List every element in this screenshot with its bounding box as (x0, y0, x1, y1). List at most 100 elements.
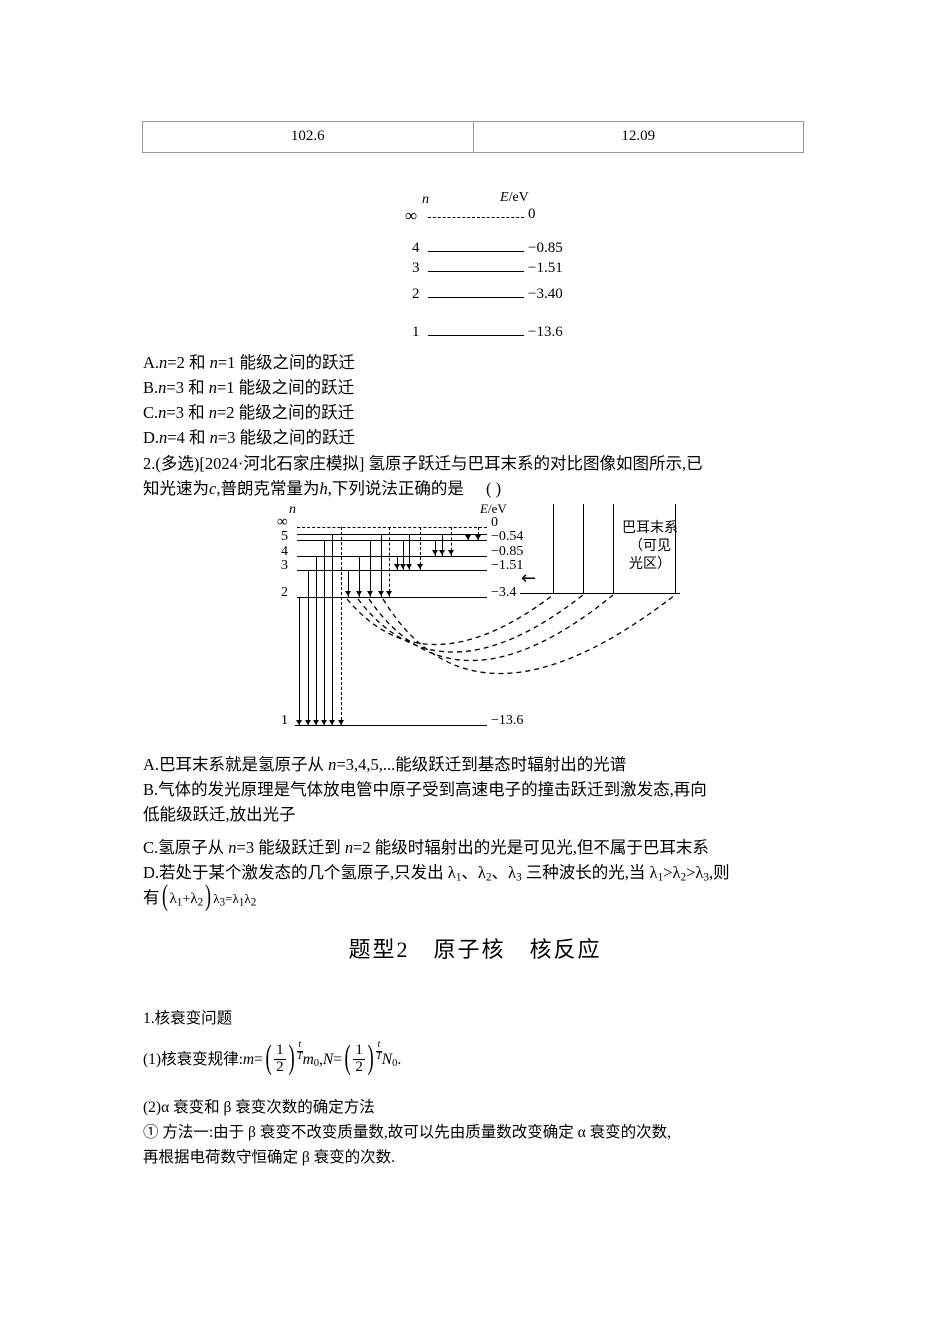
q2-option-d-t4: 三种波长的光,当 λ (521, 863, 658, 882)
content-item-2-line3: 再根据电荷数守恒确定 β 衰变的次数. (143, 1149, 396, 1166)
transition-line-6-to-4 (442, 534, 443, 556)
q2-option-a-var: n (328, 755, 337, 774)
q1-option-a-var2: n (209, 353, 218, 372)
decay-frac-den-2: 2 (353, 1058, 365, 1075)
q2-stem-line1: 2.(多选)[2024·河北石家庄模拟] 氢原子跃迁与巴耳末系的对比图像如图所示… (143, 454, 703, 473)
q2-option-d-sub3: 3 (516, 871, 522, 884)
formula-rhs-lambda1: λ (232, 891, 239, 906)
decay-law-eq2: = (333, 1050, 342, 1068)
fig2-level-energy-3: −1.51 (491, 558, 524, 573)
q2-stem-line2-part3: ,下列说法正确的是 (327, 479, 464, 498)
q1-option-a-var1: n (159, 353, 168, 372)
fig2-level-line-5 (297, 540, 487, 541)
q2-option-d-t1: 若处于某个激发态的几个氢原子,只发出 λ (159, 863, 456, 882)
fig2-level-label-5: 5 (281, 529, 288, 544)
decay-paren-close-1: ) (288, 1039, 295, 1077)
q1-option-a-post: =1 能级之间的跃迁 (217, 353, 356, 372)
decay-N0: N (381, 1050, 393, 1068)
transition-arrow-3-to-2 (344, 591, 351, 596)
fig2-level-line-4 (297, 556, 487, 557)
arc-4 (382, 594, 676, 675)
transition-line-5-to-3 (403, 540, 404, 570)
level-energy-0: 0 (528, 206, 536, 222)
content-item-2-line2: ① 方法一:由于 β 衰变不改变质量数,故可以先由质量数改变确定 α 衰变的次数… (143, 1124, 671, 1141)
fig2-level-label-3: 3 (281, 558, 288, 573)
q2-option-b-letter: B. (143, 780, 159, 799)
q2-option-d-t2: 、λ (461, 863, 486, 882)
q1-option-b-var1: n (158, 378, 167, 397)
q2-option-a-text2: =3,4,5,...能级跃迁到基态时辐射出的光谱 (336, 755, 627, 774)
q1-option-b-var2: n (208, 378, 217, 397)
fig2-level-energy-0: 0 (491, 515, 498, 530)
fig2-level-energy-5: −0.54 (491, 529, 524, 544)
q2-option-d-prefix: 有 (143, 888, 160, 907)
decay-frac-num-2: 1 (355, 1042, 363, 1058)
q2-option-d-sub2: 2 (485, 871, 492, 884)
q2-stem-line2-part1: 知光速为 (143, 479, 209, 498)
axis-label-energy: E/eV (500, 190, 529, 205)
level-label-2: 2 (412, 286, 420, 302)
q2-option-b-text: 气体的发光原理是气体放电管中原子受到高速电子的撞击跃迁到激发态,再向 (158, 780, 707, 799)
transition-arrow-inf-to-2 (385, 591, 392, 596)
transition-line-3-to-1 (308, 570, 309, 725)
q1-option-a-letter: A. (143, 353, 160, 372)
transition-line-5-to-4 (435, 540, 436, 556)
transition-line-inf-to-3 (420, 527, 421, 570)
balmer-label-line1: 巴耳末系 (622, 521, 678, 536)
q1-option-b-mid: =3 和 (166, 378, 209, 397)
transition-arrow-5-to-2 (366, 591, 373, 596)
level-line-4 (428, 251, 524, 252)
q2-option-d-letter: D. (143, 863, 160, 882)
fig2-level-energy-2: −3.4 (491, 585, 517, 600)
decay-law-eq1: = (254, 1050, 263, 1068)
decay-period: . (397, 1050, 402, 1068)
direction-arrow-icon: ← (521, 568, 537, 589)
transition-arrow-4-to-1 (312, 720, 319, 725)
transition-arrow-inf-to-5 (474, 535, 481, 540)
fig2-level-line-2 (297, 597, 487, 598)
q2-option-c-var1: n (228, 838, 237, 857)
spectrum-line-2 (583, 504, 584, 594)
transition-arrow-6-to-4 (438, 550, 445, 555)
decay-exp-num-1: t (298, 1039, 302, 1051)
q2-option-d-line2: 有(λ1+λ2)λ3=λ1λ2 (143, 879, 257, 912)
fig2-level-label-4: 4 (281, 544, 288, 559)
q1-option-c-var2: n (208, 403, 217, 422)
fig2-level-line-infinity (297, 527, 487, 528)
q1-option-c-letter: C. (143, 403, 159, 422)
table-cell-energy: 12.09 (472, 121, 804, 153)
q2-option-d-t7: ,则 (709, 863, 730, 882)
decay-paren-open-1: ( (265, 1039, 272, 1077)
fig2-level-label-1: 1 (281, 713, 288, 728)
transition-line-2-to-1 (299, 597, 300, 725)
q1-option-d-letter: D. (143, 428, 160, 447)
decay-exp-den-1: T (297, 1050, 303, 1062)
transition-arrow-2-to-1 (295, 720, 302, 725)
transition-arrow-5-to-4 (431, 550, 438, 555)
transition-line-3-to-2 (348, 570, 349, 597)
formula-rhs-lambda2-sub: 2 (250, 896, 257, 909)
arc-2 (357, 594, 584, 653)
data-table: 102.6 12.09 (142, 121, 804, 153)
level-line-2 (428, 297, 524, 298)
content-item-1: 1.核衰变问题 (143, 1010, 233, 1027)
formula-rhs-lambda1-sub: 1 (238, 896, 245, 909)
transition-arrow-5-to-3 (399, 564, 406, 569)
q1-option-a: A.n=2 和 n=1 能级之间的跃迁 (143, 351, 355, 375)
q1-option-b: B.n=3 和 n=1 能级之间的跃迁 (143, 376, 354, 400)
fig2-axis-label-n: n (289, 502, 296, 517)
q1-option-d: D.n=4 和 n=3 能级之间的跃迁 (143, 426, 355, 450)
q2-option-b-line2: 低能级跃迁,放出光子 (143, 805, 296, 824)
transition-arrow-inf-to-4 (447, 550, 454, 555)
decay-paren-open-2: ( (344, 1039, 351, 1077)
level-energy-3: −1.51 (528, 260, 563, 276)
decay-paren-close-2: ) (367, 1039, 374, 1077)
axis-label-n: n (422, 192, 429, 207)
transition-arrow-6-to-2 (377, 591, 384, 596)
arc-3 (368, 594, 614, 662)
transition-line-6-to-2 (381, 534, 382, 597)
fig2-level-line-3 (297, 570, 487, 571)
